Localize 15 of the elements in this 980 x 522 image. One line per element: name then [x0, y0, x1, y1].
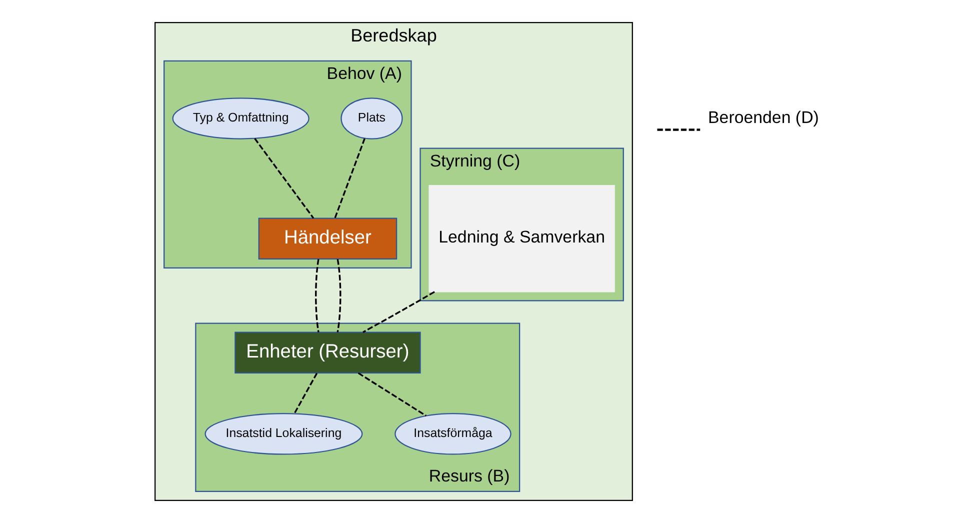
node-ellipse: Typ & Omfattning: [172, 97, 309, 139]
node-ellipse: Insatsförmåga: [394, 412, 511, 454]
connector: [314, 258, 319, 332]
connector: [336, 258, 341, 332]
connector: [362, 290, 434, 332]
node-ellipse: Plats: [340, 97, 402, 139]
node-box: Enheter (Resurser): [234, 331, 420, 373]
node-ellipse: Insatstid Lokalisering: [204, 412, 362, 454]
legend-label: Beroenden (D): [708, 107, 818, 126]
connector: [334, 138, 365, 218]
node-box: Händelser: [258, 217, 397, 260]
connector: [293, 372, 318, 414]
connector: [254, 138, 314, 218]
connector: [357, 372, 426, 416]
node-box: Ledning & Samverkan: [428, 184, 614, 292]
